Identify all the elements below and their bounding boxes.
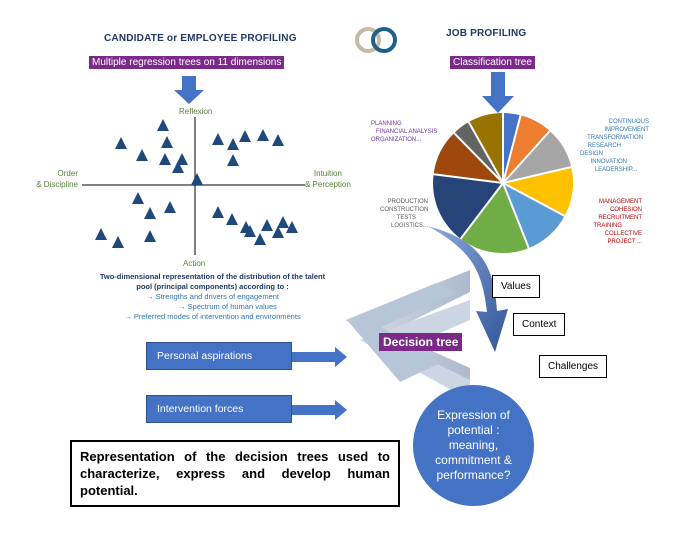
values-box: Values [492, 275, 540, 298]
description-line-1: → Strengths and drivers of engagement [146, 292, 279, 301]
pie-labels-left: PRODUCTION CONSTRUCTION TESTS LOGISTICS.… [380, 198, 428, 230]
right-header: JOB PROFILING [446, 28, 527, 39]
pie-label: PRODUCTION [387, 199, 428, 205]
circle-line-4: commitment & [435, 453, 512, 467]
description-line-2: → Spectrum of human values [178, 302, 277, 311]
scatter-point [172, 161, 184, 173]
scatter-point [95, 228, 107, 240]
scatter-point [176, 153, 188, 165]
axis-label-right-2: & Perception [305, 180, 351, 189]
pie-label: PLANNING [371, 121, 402, 127]
arrow-personal [275, 347, 347, 367]
scatter-point [157, 119, 169, 131]
scatter-point [115, 137, 127, 149]
logo-icon [355, 27, 397, 53]
pie-label: LOGISTICS... [390, 223, 428, 229]
pie-label: FINANCIAL ANALYSIS [376, 129, 438, 135]
scatter-point [261, 219, 273, 231]
down-arrow-left [174, 76, 204, 104]
pie-labels-top-left: PLANNING FINANCIAL ANALYSIS ORGANIZATION… [371, 120, 437, 144]
scatter-point [227, 138, 239, 150]
pie-label: INNOVATION [590, 159, 627, 165]
scatter-point [212, 206, 224, 218]
scatter-point [144, 207, 156, 219]
arrow-intervention [275, 400, 347, 420]
scatter-point [191, 173, 203, 185]
pie-label: RESEARCH [587, 143, 621, 149]
circle-line-5: performance? [436, 468, 511, 482]
scatter-point [159, 153, 171, 165]
down-arrow-right [482, 72, 514, 113]
scatter-point [226, 213, 238, 225]
pie-label: CONSTRUCTION [380, 207, 429, 213]
scatter-point [240, 221, 252, 233]
scatter-point [112, 236, 124, 248]
scatter-point [164, 201, 176, 213]
chevron-shape [345, 270, 470, 400]
scatter-point [254, 233, 266, 245]
pie-labels-right: MANAGEMENT COHESION RECRUITMENT TRAINING… [582, 198, 642, 246]
scatter-point [212, 133, 224, 145]
axis-label-left: Order & Discipline [32, 168, 78, 190]
pie-label: LEADERSHIP... [594, 167, 637, 173]
scatter-point [272, 134, 284, 146]
curved-arrow [428, 226, 508, 352]
scatter-point [161, 136, 173, 148]
scatter-point [136, 149, 148, 161]
pie-label: TRAINING [593, 223, 622, 229]
pie-label: CONTINUOUS IMPROVEMENT [604, 119, 649, 133]
scatter-point [286, 221, 298, 233]
pie-label: MANAGEMENT [598, 199, 642, 205]
axis-label-left-2: & Discipline [36, 180, 78, 189]
scatter-point [132, 192, 144, 204]
pie-label: COLLECTIVE PROJECT ... [604, 231, 642, 245]
pie-label: DESIGN [579, 151, 603, 157]
decision-tree-label: Decision tree [379, 333, 463, 351]
left-band: Multiple regression trees on 11 dimensio… [89, 56, 285, 69]
description-line-3: → Preferred modes of intervention and en… [124, 312, 301, 321]
scatter-point [144, 230, 156, 242]
scatter-point [257, 129, 269, 141]
scatter-point [239, 130, 251, 142]
pie-label: TESTS [396, 215, 416, 221]
axis-label-right-1: Intuition [313, 169, 342, 178]
circle-line-3: meaning, [448, 438, 499, 452]
scatter-point [227, 154, 239, 166]
challenges-box: Challenges [539, 355, 608, 378]
description-bold: Two-dimensional representation of the di… [99, 272, 326, 291]
axis-label-right: Intuition & Perception [305, 168, 351, 190]
pie-label: COHESION [609, 207, 642, 213]
pie-label: ORGANIZATION... [371, 137, 422, 143]
axis-label-top: Reflexion [179, 107, 213, 116]
context-box: Context [513, 313, 566, 336]
left-header: CANDIDATE or EMPLOYEE PROFILING [104, 33, 297, 44]
pie-label: TRANSFORMATION [587, 135, 643, 141]
pie-label: RECRUITMENT [598, 215, 642, 221]
caption-box: Representation of the decision trees use… [70, 440, 400, 507]
potential-circle: Expression of potential : meaning, commi… [413, 385, 534, 506]
circle-line-2: potential : [447, 423, 500, 437]
circle-line-1: Expression of [437, 408, 510, 422]
axis-label-left-1: Order [57, 169, 78, 178]
pie-labels-top-right: CONTINUOUS IMPROVEMENT TRANSFORMATION RE… [564, 118, 649, 174]
scatter-description: Two-dimensional representation of the di… [95, 272, 330, 322]
scatter-point [277, 216, 289, 228]
intervention-forces-box: Intervention forces [146, 395, 292, 423]
axis-label-bottom: Action [183, 259, 206, 268]
pie-chart [433, 113, 574, 254]
right-band: Classification tree [450, 56, 535, 69]
personal-aspirations-box: Personal aspirations [146, 342, 292, 370]
scatter-point [272, 226, 284, 238]
